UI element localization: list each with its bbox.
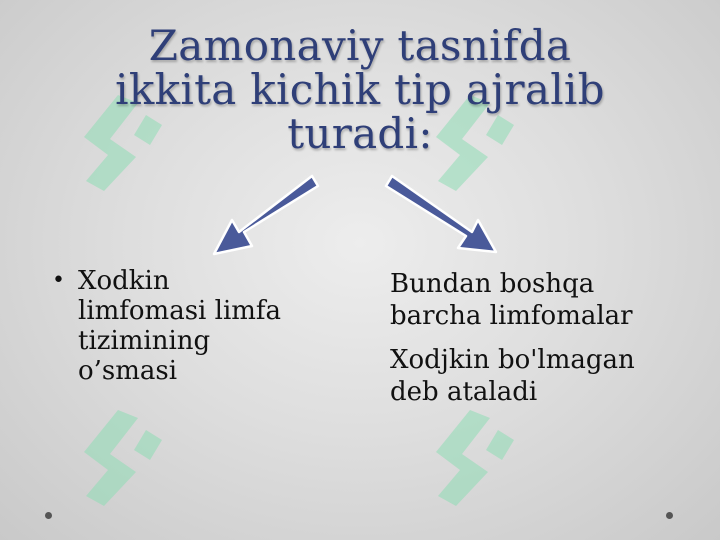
title-line: turadi: <box>287 109 433 158</box>
right-paragraph: Xodjkin bo'lmagan deb ataladi <box>390 344 700 408</box>
left-item-line: limfomasi limfa <box>78 296 282 326</box>
corner-dot <box>666 512 673 519</box>
left-item-line: Xodkin <box>78 266 170 296</box>
arrow-down-left-icon <box>212 174 320 256</box>
right-line: Xodjkin bo'lmagan <box>390 345 635 375</box>
right-line: barcha limfomalar <box>390 301 633 331</box>
bullet-marker: • <box>52 268 65 293</box>
left-bullet-item: • Xodkin limfomasi limfa tizimining o’sm… <box>48 266 348 386</box>
left-item-text: Xodkin limfomasi limfa tizimining o’smas… <box>78 266 348 386</box>
arrow-down-right-icon <box>384 174 498 254</box>
right-line: Bundan boshqa <box>390 269 595 299</box>
title-line: Zamonaviy tasnifda <box>148 21 572 70</box>
right-text-block: Bundan boshqa barcha limfomalar Xodjkin … <box>390 268 700 420</box>
right-line: deb ataladi <box>390 377 538 407</box>
left-item-line: o’smasi <box>78 356 178 386</box>
corner-dot <box>45 512 52 519</box>
left-item-line: tizimining <box>78 326 211 356</box>
slide-title: Zamonaviy tasnifda ikkita kichik tip ajr… <box>40 24 680 156</box>
title-line: ikkita kichik tip ajralib <box>115 65 605 114</box>
right-paragraph: Bundan boshqa barcha limfomalar <box>390 268 700 332</box>
